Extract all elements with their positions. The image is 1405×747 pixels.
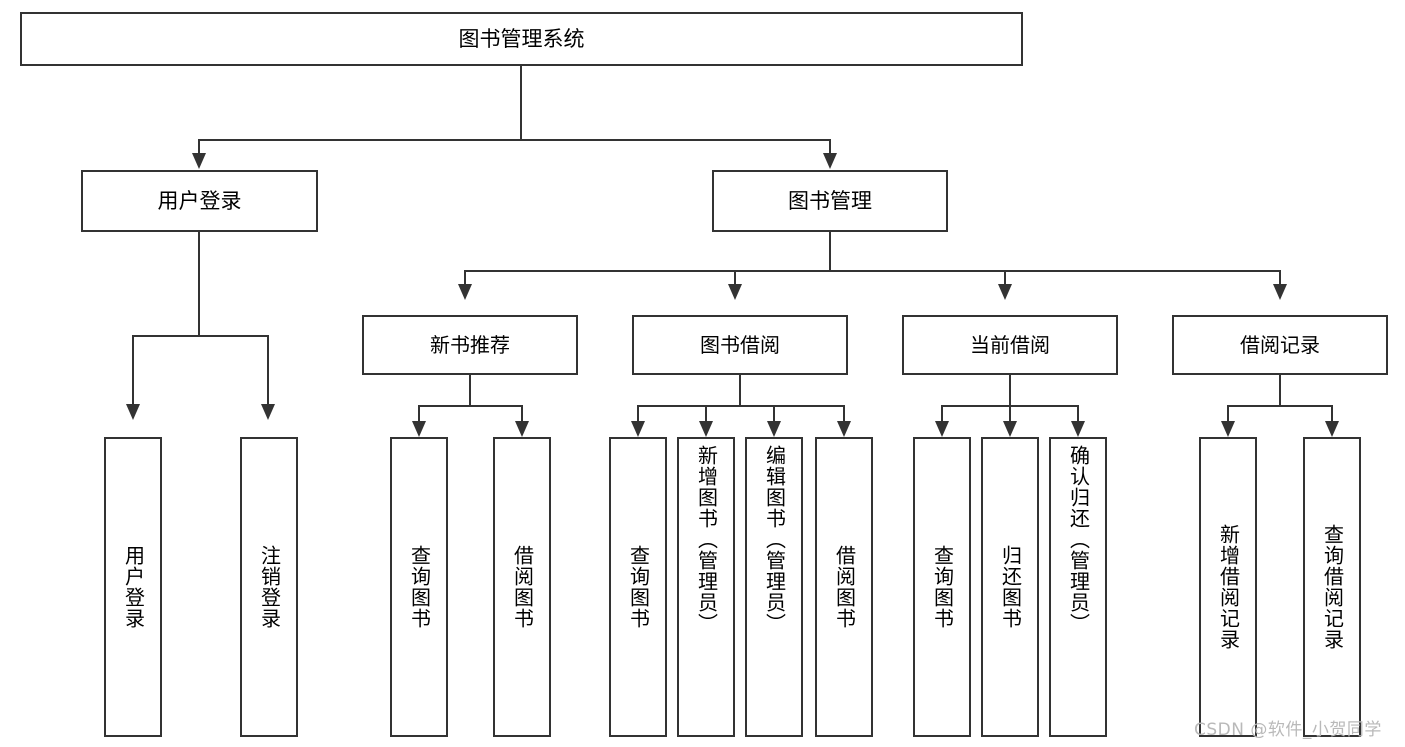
leaf-cb-return-book[interactable]: 归还图书 — [981, 437, 1039, 737]
arrow-to-current-borrow — [998, 284, 1012, 300]
connector-bb-drop-2 — [705, 405, 707, 423]
arrow-to-leaf-bb-3 — [767, 421, 781, 437]
node-label: 用户登录 — [157, 188, 242, 213]
arrow-to-leaf-bb-4 — [837, 421, 851, 437]
leaf-newbook-borrow-book[interactable]: 借阅图书 — [493, 437, 551, 737]
connector-bb-drop-1 — [637, 405, 639, 423]
connector-newbook-drop-1 — [418, 405, 420, 423]
leaf-label: 查询图书 — [407, 545, 432, 629]
connector-root-drop-left — [198, 139, 200, 155]
connector-cb-drop-3 — [1077, 405, 1079, 423]
leaf-bb-query-book[interactable]: 查询图书 — [609, 437, 667, 737]
node-book-manage[interactable]: 图书管理 — [712, 170, 948, 232]
connector-bookborrow-bus — [637, 405, 845, 407]
leaf-label: 借阅图书 — [832, 545, 857, 629]
connector-newbook-bus — [418, 405, 523, 407]
leaf-label: 借阅图书 — [510, 545, 535, 629]
connector-br-drop-1 — [1227, 405, 1229, 423]
connector-br-drop-2 — [1331, 405, 1333, 423]
leaf-logout[interactable]: 注销登录 — [240, 437, 298, 737]
node-label: 新书推荐 — [430, 332, 510, 357]
arrow-to-user-login — [192, 153, 206, 169]
arrow-to-leaf-br-2 — [1325, 421, 1339, 437]
connector-newbook-stem — [469, 375, 471, 406]
connector-user-login-bus — [132, 335, 268, 337]
leaf-label: 查询借阅记录 — [1320, 524, 1345, 650]
connector-bookborrow-stem — [739, 375, 741, 406]
arrow-to-leaf-bb-1 — [631, 421, 645, 437]
leaf-cb-query-book[interactable]: 查询图书 — [913, 437, 971, 737]
connector-root-stem — [520, 66, 522, 140]
connector-cb-drop-2 — [1009, 405, 1011, 423]
node-label: 当前借阅 — [970, 332, 1050, 357]
arrow-to-leaf-br-1 — [1221, 421, 1235, 437]
node-book-borrow[interactable]: 图书借阅 — [632, 315, 848, 375]
connector-root-bus — [198, 139, 830, 141]
connector-borrowrecord-stem — [1279, 375, 1281, 406]
node-borrow-record[interactable]: 借阅记录 — [1172, 315, 1388, 375]
node-label: 图书借阅 — [700, 332, 780, 357]
leaf-bb-edit-book-admin[interactable]: 编辑图书（管理员） — [745, 437, 803, 737]
connector-book-manage-stem — [829, 232, 831, 271]
leaf-label: 注销登录 — [257, 545, 282, 629]
node-label: 图书管理 — [788, 188, 872, 213]
connector-bm-drop-1 — [464, 270, 466, 286]
arrow-to-leaf-cb-1 — [935, 421, 949, 437]
leaf-bb-borrow-book[interactable]: 借阅图书 — [815, 437, 873, 737]
node-current-borrow[interactable]: 当前借阅 — [902, 315, 1118, 375]
connector-book-manage-bus — [464, 270, 1280, 272]
leaf-label: 用户登录 — [121, 545, 146, 629]
node-root-system[interactable]: 图书管理系统 — [20, 12, 1023, 66]
arrow-to-leaf-newbook-1 — [412, 421, 426, 437]
node-new-book-recommend[interactable]: 新书推荐 — [362, 315, 578, 375]
arrow-to-leaf-cb-2 — [1003, 421, 1017, 437]
arrow-to-leaf-logout — [261, 404, 275, 420]
connector-user-login-drop-2 — [267, 335, 269, 405]
arrow-to-new-book — [458, 284, 472, 300]
arrow-to-leaf-bb-2 — [699, 421, 713, 437]
node-user-login[interactable]: 用户登录 — [81, 170, 318, 232]
connector-cb-drop-1 — [941, 405, 943, 423]
arrow-to-borrow-record — [1273, 284, 1287, 300]
connector-bb-drop-4 — [843, 405, 845, 423]
leaf-label: 编辑图书（管理员） — [762, 445, 787, 634]
leaf-label: 查询图书 — [930, 545, 955, 629]
connector-root-drop-right — [829, 139, 831, 155]
arrow-to-book-borrow — [728, 284, 742, 300]
connector-bm-drop-2 — [734, 270, 736, 286]
leaf-br-query-record[interactable]: 查询借阅记录 — [1303, 437, 1361, 737]
arrow-to-leaf-newbook-2 — [515, 421, 529, 437]
leaf-cb-confirm-return-admin[interactable]: 确认归还（管理员） — [1049, 437, 1107, 737]
leaf-br-add-record[interactable]: 新增借阅记录 — [1199, 437, 1257, 737]
leaf-label: 新增图书（管理员） — [694, 445, 719, 634]
arrow-to-book-manage — [823, 153, 837, 169]
leaf-label: 新增借阅记录 — [1216, 524, 1241, 650]
arrow-to-leaf-user-login — [126, 404, 140, 420]
connector-bm-drop-4 — [1279, 270, 1281, 286]
node-label: 图书管理系统 — [458, 26, 585, 51]
leaf-label: 确认归还（管理员） — [1066, 445, 1091, 634]
connector-bb-drop-3 — [773, 405, 775, 423]
connector-user-login-drop-1 — [132, 335, 134, 405]
csdn-watermark: CSDN @软件_小贺同学 — [1194, 720, 1382, 740]
leaf-newbook-query-book[interactable]: 查询图书 — [390, 437, 448, 737]
connector-currentborrow-stem — [1009, 375, 1011, 406]
connector-user-login-stem — [198, 232, 200, 336]
node-label: 借阅记录 — [1240, 332, 1320, 357]
leaf-label: 查询图书 — [626, 545, 651, 629]
leaf-label: 归还图书 — [998, 545, 1023, 629]
connector-bm-drop-3 — [1004, 270, 1006, 286]
connector-borrowrecord-bus — [1227, 405, 1333, 407]
connector-newbook-drop-2 — [521, 405, 523, 423]
arrow-to-leaf-cb-3 — [1071, 421, 1085, 437]
leaf-bb-add-book-admin[interactable]: 新增图书（管理员） — [677, 437, 735, 737]
leaf-user-login[interactable]: 用户登录 — [104, 437, 162, 737]
